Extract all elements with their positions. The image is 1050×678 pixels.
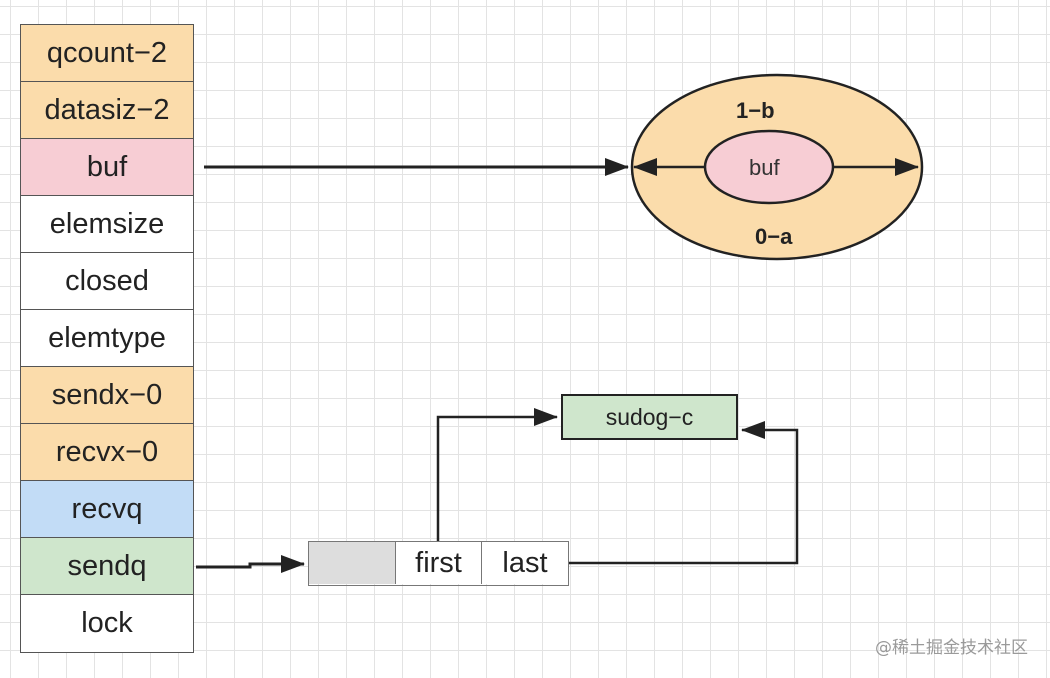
field-closed: closed	[21, 253, 193, 310]
sendq-pointer-arrow	[196, 555, 305, 573]
field-datasiz: datasiz−2	[21, 82, 193, 139]
field-qcount: qcount−2	[21, 25, 193, 82]
field-sendx: sendx−0	[21, 367, 193, 424]
field-lock: lock	[21, 595, 193, 652]
last-to-sudog-arrow	[569, 421, 799, 565]
field-sendq: sendq	[21, 538, 193, 595]
field-elemsize: elemsize	[21, 196, 193, 253]
field-elemtype: elemtype	[21, 310, 193, 367]
wait-queue-first: first	[396, 542, 482, 584]
ring-top-label: 1−b	[736, 98, 775, 123]
wait-queue-blank-cell	[309, 542, 396, 584]
wait-queue-last: last	[482, 542, 568, 584]
ring-bottom-label: 0−a	[755, 224, 793, 249]
hchan-struct: qcount−2 datasiz−2 buf elemsize closed e…	[20, 24, 194, 653]
sudog-node: sudog−c	[561, 394, 738, 440]
first-to-sudog-arrow	[436, 408, 558, 541]
field-recvx: recvx−0	[21, 424, 193, 481]
wait-queue: first last	[308, 541, 569, 586]
field-buf: buf	[21, 139, 193, 196]
watermark: @稀土掘金技术社区	[875, 638, 1028, 658]
ring-center-label: buf	[749, 155, 780, 180]
field-recvq: recvq	[21, 481, 193, 538]
